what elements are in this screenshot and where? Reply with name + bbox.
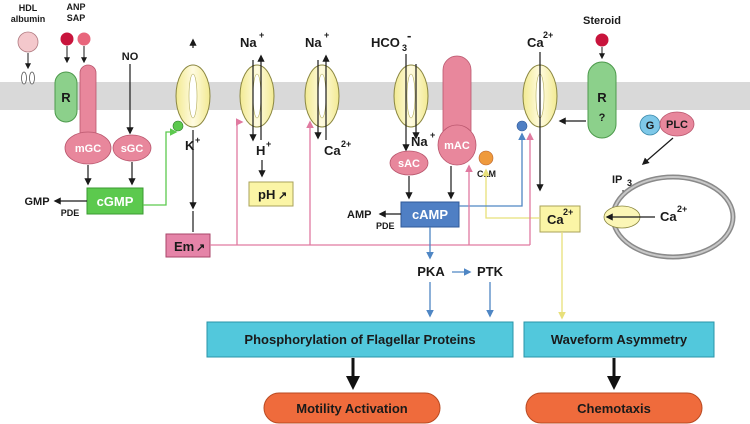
r-right-q: ? [599,112,606,124]
mac-enzyme: mAC [437,55,477,166]
ca-box: Ca 2+ [539,205,581,233]
cgmp-box: cGMP [86,187,144,215]
anp-label: ANP [66,2,85,12]
svg-text:↗: ↗ [196,242,205,254]
na-ion-1-sup: + [259,30,264,40]
no-pathway: NO sGC [112,51,152,162]
cgmp-to-k-arrow [143,128,178,206]
down-arrow-chemotaxis [607,358,621,390]
plc-enzyme [659,111,695,137]
steroid-label: Steroid [583,15,621,27]
hdl-albumin-ligand: HDL albumin [11,3,46,85]
receptor-r-left: R [54,71,78,123]
h-ion-label: H [256,143,265,158]
ca-channel-blue-dot [516,120,528,132]
ca-channel [516,52,558,192]
camp-box: cAMP [400,201,460,228]
r-right-label: R [597,90,607,105]
ca-store-sup: 2+ [677,204,687,214]
phosphorylation-box: Phosphorylation of Flagellar Proteins [206,321,514,358]
amp-label: AMP [347,209,371,221]
steroid-dot [595,33,609,47]
camp-to-ca-channel-arrow [459,132,526,207]
hco3-na-cotransporter [393,54,429,152]
em-box: Em ↗ [165,233,211,258]
svg-text:Motility Activation: Motility Activation [296,401,408,416]
ca-ion-2-sup: 2+ [341,139,351,149]
ca-top-sup: 2+ [543,30,553,40]
ca-store-label: Ca [660,209,677,224]
hdl-particle [17,31,39,53]
gmp-label: GMP [24,196,49,208]
h-ion-sup: + [266,139,271,149]
sap-label: SAP [67,13,86,23]
svg-text:pH: pH [258,187,275,202]
na-h-exchanger [239,54,275,142]
sgc-enzyme [112,134,152,162]
steroid-receptor: Steroid R ? [583,15,621,139]
svg-text:G: G [646,120,655,132]
motility-activation-pill: Motility Activation [263,392,441,424]
pde-left-label: PDE [61,208,80,218]
na-ion-3-label: Na [411,134,428,149]
mgc-label: mGC [75,143,101,155]
na-ion-1-label: Na [240,35,257,50]
svg-text:Ca: Ca [547,212,564,227]
k-channel [172,38,211,210]
ca-ion-2-label: Ca [324,143,341,158]
hco3-sub: 3 [402,43,407,53]
hco3-label: HCO [371,35,400,50]
svg-text:Waveform Asymmetry: Waveform Asymmetry [551,332,688,347]
sgc-label: sGC [121,143,144,155]
plasma-membrane [0,82,750,110]
ip3-label: IP [612,174,622,186]
na-ion-2-sup: + [324,30,329,40]
ca-to-cam-arrow [482,168,540,219]
svg-text:2+: 2+ [563,207,573,217]
down-arrow-motility [346,358,360,390]
svg-text:cAMP: cAMP [412,207,448,222]
ip3-sub: 3 [627,178,632,188]
k-ion-label: K [185,138,195,153]
na-ion-3-sup: + [430,130,435,140]
anp-sap-ligands: ANP SAP [60,2,91,64]
albumin-label-2: albumin [11,14,46,24]
na-ion-2-label: Na [305,35,322,50]
hco3-sup: - [407,28,411,43]
pka-label: PKA [417,264,445,279]
k-ion-sup: + [195,135,200,145]
pde-right-label: PDE [376,221,395,231]
ph-box: pH ↗ [248,181,294,207]
g-plc: G PLC [639,111,695,137]
hdl-label: HDL [19,3,38,13]
na-ca-exchanger [304,54,340,140]
svg-text:Phosphorylation of Flagellar P: Phosphorylation of Flagellar Proteins [244,332,475,347]
svg-text:Em: Em [174,239,194,254]
svg-text:↗: ↗ [278,190,287,202]
ca-top-label: Ca [527,35,544,50]
sap-dot [77,32,91,46]
mac-label: mAC [444,140,470,152]
anp-dot [60,32,74,46]
svg-text:R: R [61,90,71,105]
svg-text:PLC: PLC [666,119,688,131]
sac-label: sAC [398,158,420,170]
ptk-label: PTK [477,264,504,279]
waveform-box: Waveform Asymmetry [523,321,715,358]
svg-text:cGMP: cGMP [97,194,134,209]
mgc-receptor: mGC [64,64,112,165]
k-channel-green-dot [172,120,184,132]
sac-enzyme: sAC [389,150,429,176]
chemotaxis-pill: Chemotaxis [525,392,703,424]
svg-text:Chemotaxis: Chemotaxis [577,401,651,416]
no-label: NO [122,51,139,63]
